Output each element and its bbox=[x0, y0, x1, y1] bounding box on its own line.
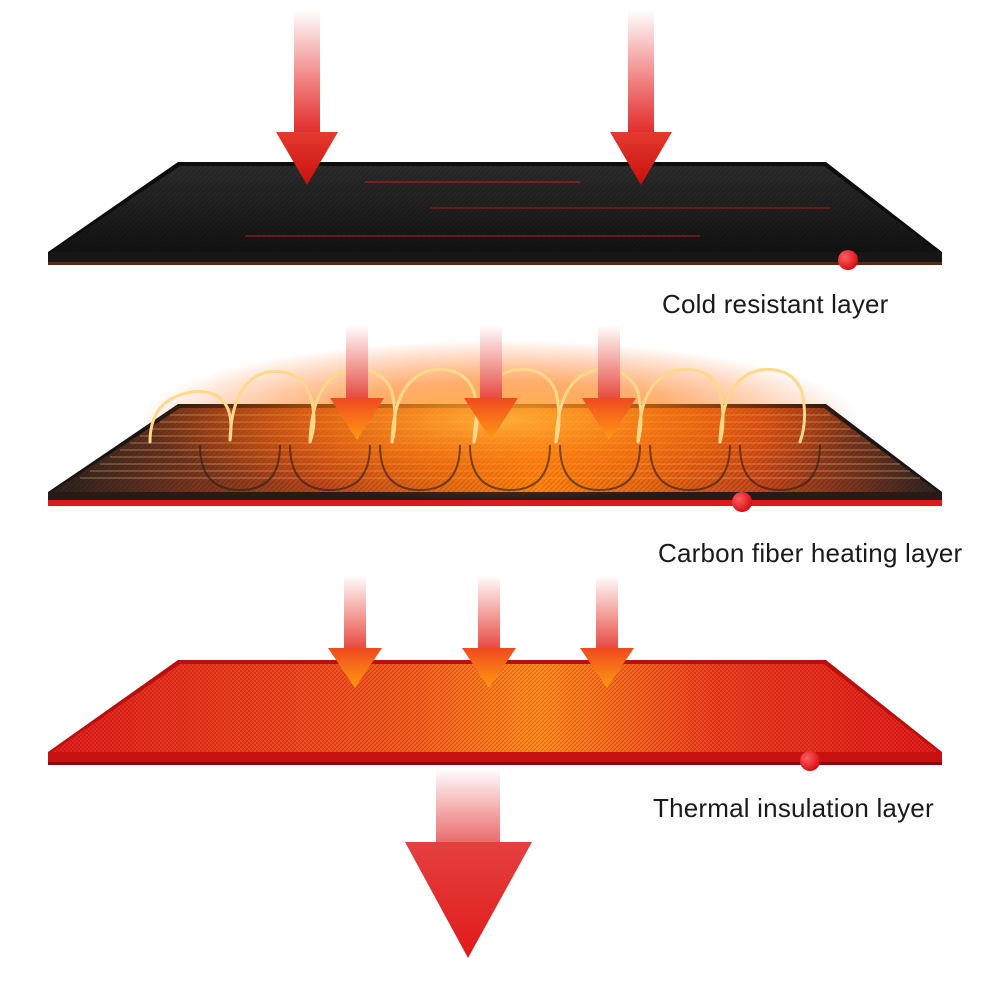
heat-arrow-icon bbox=[462, 575, 516, 688]
heat-arrow-icon bbox=[328, 575, 382, 688]
heating-coil-icon bbox=[148, 367, 807, 444]
heat-arrow-icon bbox=[330, 325, 384, 440]
heat-arrow-icon bbox=[276, 10, 338, 185]
layer-label-carbon-fiber-heating: Carbon fiber heating layer bbox=[658, 538, 963, 568]
layer-label-cold-resistant: Cold resistant layer bbox=[662, 289, 889, 319]
heat-arrow-icon bbox=[582, 325, 636, 440]
cold-resistant-panel bbox=[48, 162, 942, 265]
heat-arrow-icon bbox=[464, 325, 518, 440]
thermal-insulation-panel bbox=[48, 660, 942, 765]
indicator-dot-icon bbox=[838, 250, 858, 270]
heating-coil-lower bbox=[199, 444, 821, 492]
heat-arrow-icon bbox=[580, 575, 634, 688]
indicator-dot-icon bbox=[800, 751, 820, 771]
big-heat-arrow-icon bbox=[405, 768, 532, 958]
heat-arrow-icon bbox=[610, 10, 672, 185]
indicator-dot-icon bbox=[732, 492, 752, 512]
layer-label-thermal-insulation: Thermal insulation layer bbox=[653, 793, 934, 823]
